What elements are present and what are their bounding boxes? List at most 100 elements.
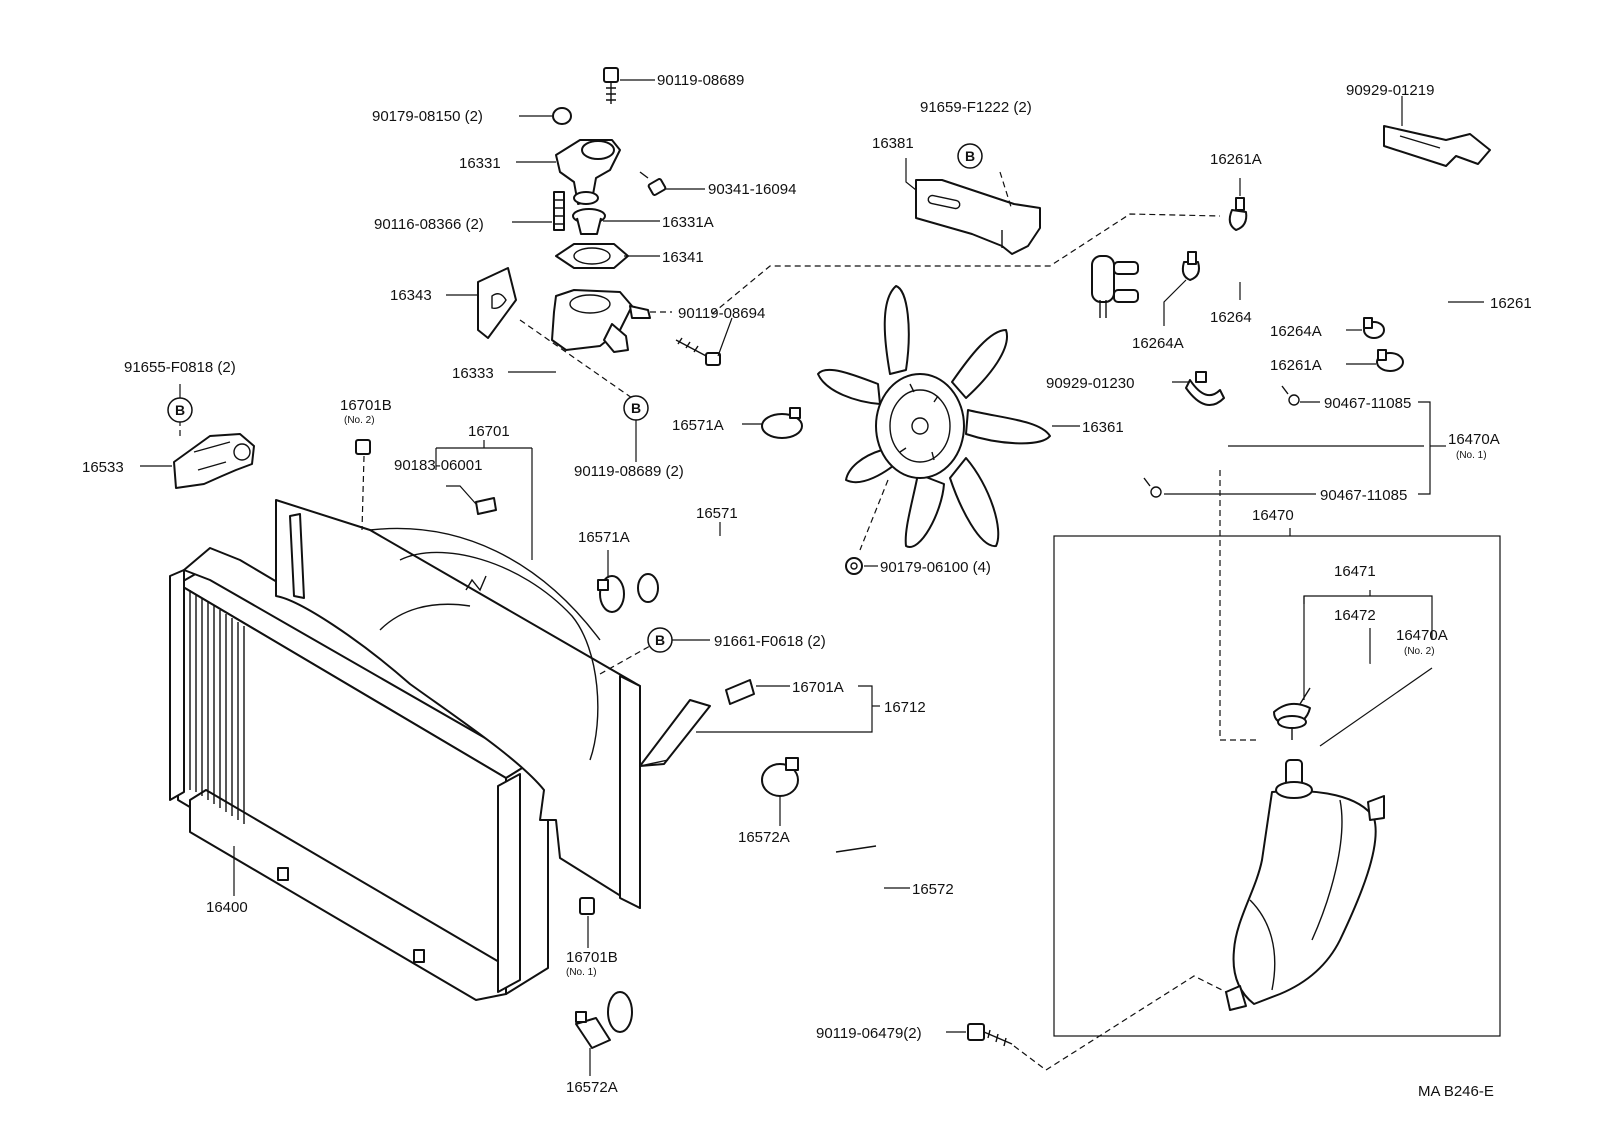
label-16533: 16533 (82, 459, 124, 476)
label-16264: 16264 (1210, 309, 1252, 326)
label-16381: 16381 (872, 135, 914, 152)
label-16701A: 16701A (792, 679, 844, 696)
hose-16572-icon (602, 782, 891, 1033)
callout-b-91659: B (957, 143, 983, 169)
clamp-16261A-top-icon (1228, 197, 1248, 231)
label-90119-08689-top: 90119-08689 (657, 72, 744, 89)
clamp-16261A-low-icon (1376, 349, 1404, 372)
fan-shroud-16701-icon (275, 499, 641, 909)
label-16471: 16471 (1334, 563, 1376, 580)
nut-90179-06100-icon (845, 557, 863, 575)
bolt-90119-08689-icon (603, 67, 619, 104)
label-16701: 16701 (468, 423, 510, 440)
seal-16701A-icon (725, 679, 755, 705)
label-16470A-no2-sub: (No. 2) (1404, 646, 1435, 657)
label-90341-16094: 90341-16094 (708, 181, 796, 198)
label-91659-F1222: 91659-F1222 (2) (920, 99, 1032, 116)
label-16701B-top-sub: (No. 2) (344, 415, 375, 426)
label-16264A-right: 16264A (1270, 323, 1322, 340)
label-16470A-no2: 16470A (1396, 627, 1448, 644)
clip-90929-01230-icon (1185, 371, 1225, 407)
label-90929-01230: 90929-01230 (1046, 375, 1134, 392)
label-90179-06100: 90179-06100 (4) (880, 559, 991, 576)
callout-b-letter: B (631, 400, 641, 416)
clip-90467-11085-low-icon (1143, 477, 1162, 498)
hose-16571-icon (634, 456, 810, 603)
leader-hose-to-reservoir (1219, 470, 1260, 741)
label-16572A-low: 16572A (566, 1079, 618, 1096)
callout-b-91655: B (167, 397, 193, 423)
label-16571A-low: 16571A (578, 529, 630, 546)
label-90467-11085-low: 90467-11085 (1320, 487, 1407, 504)
gasket-16343-icon (477, 267, 517, 339)
leader-outlet-to-hose (711, 213, 1221, 315)
water-inlet-16333-icon (551, 289, 651, 353)
nut-90179-08150-icon (552, 107, 572, 125)
label-90119-06479: 90119-06479(2) (816, 1025, 922, 1042)
label-16472: 16472 (1334, 607, 1376, 624)
label-16261A-top: 16261A (1210, 151, 1262, 168)
callout-b-91661: B (647, 627, 673, 653)
thermostat-16331A-icon (572, 208, 606, 235)
hose-16264-icon (1200, 200, 1452, 316)
clamp-16571A-top-icon (761, 407, 803, 439)
label-91655-F0818: 91655-F0818 (2) (124, 359, 236, 376)
label-16264A-left: 16264A (1132, 335, 1184, 352)
label-16470A-no1: 16470A (1448, 431, 1500, 448)
clamp-16264A-right-icon (1363, 317, 1385, 339)
water-outlet-16331-icon (555, 139, 621, 205)
label-16712: 16712 (884, 699, 926, 716)
drawing-code: MA B246-E (1418, 1083, 1494, 1100)
gasket-16341-icon (555, 243, 629, 269)
label-16571A-top: 16571A (672, 417, 724, 434)
label-16470: 16470 (1252, 507, 1294, 524)
bolt-90341-16094-icon (639, 171, 667, 196)
label-16331: 16331 (459, 155, 501, 172)
clamp-16572A-low-icon (575, 1011, 611, 1049)
bracket-90929-01219-icon (1383, 125, 1491, 167)
bracket-16381-icon (915, 179, 1041, 255)
clip-90183-06001-icon (475, 497, 497, 515)
label-16701B-low-sub: (No. 1) (566, 967, 597, 978)
callout-b-letter: B (175, 402, 185, 418)
label-16343: 16343 (390, 287, 432, 304)
bracket-16533-icon (173, 433, 255, 489)
hose-16472-icon (1323, 661, 1381, 697)
reservoir-cap-icon (1273, 687, 1311, 740)
label-16701B-top: 16701B (340, 397, 392, 414)
clip-16701B-no1-icon (579, 897, 595, 915)
clip-16701B-no2-icon (355, 439, 371, 455)
label-16331A: 16331A (662, 214, 714, 231)
callout-b-letter: B (655, 632, 665, 648)
label-16400: 16400 (206, 899, 248, 916)
seal-16712-icon (639, 699, 711, 767)
label-16572A-mid: 16572A (738, 829, 790, 846)
bolt-90119-06479-icon (967, 1023, 1013, 1047)
label-90119-08689-2: 90119-08689 (2) (574, 463, 684, 480)
reservoir-tank-icon (1225, 759, 1385, 1011)
label-90116-08366: 90116-08366 (2) (374, 216, 484, 233)
hose-16470A-no1-icon (1163, 409, 1295, 497)
fan-16361-icon (817, 285, 1051, 548)
label-16261A-low: 16261A (1270, 357, 1322, 374)
callout-b-90119-08689: B (623, 395, 649, 421)
label-91661-F0618: 91661-F0618 (2) (714, 633, 826, 650)
callout-b-letter: B (965, 148, 975, 164)
label-16470A-no1-sub: (No. 1) (1456, 450, 1487, 461)
clamp-16264A-left-icon (1181, 251, 1200, 281)
label-16361: 16361 (1082, 419, 1124, 436)
label-16701B-low: 16701B (566, 949, 618, 966)
label-16261: 16261 (1490, 295, 1532, 312)
stud-90116-08366-icon (553, 191, 565, 231)
label-90119-08694: 90119-08694 (678, 305, 765, 322)
reservoir-group-16470 (1053, 528, 1501, 1037)
label-16333: 16333 (452, 365, 494, 382)
clip-90467-11085-top-icon (1281, 385, 1300, 406)
water-outlet-assembly (446, 67, 733, 462)
label-90467-11085-top: 90467-11085 (1324, 395, 1411, 412)
label-90183-06001: 90183-06001 (394, 457, 482, 474)
label-16572: 16572 (912, 881, 954, 898)
label-16571: 16571 (696, 505, 738, 522)
clamp-16571A-low-icon (597, 575, 625, 613)
